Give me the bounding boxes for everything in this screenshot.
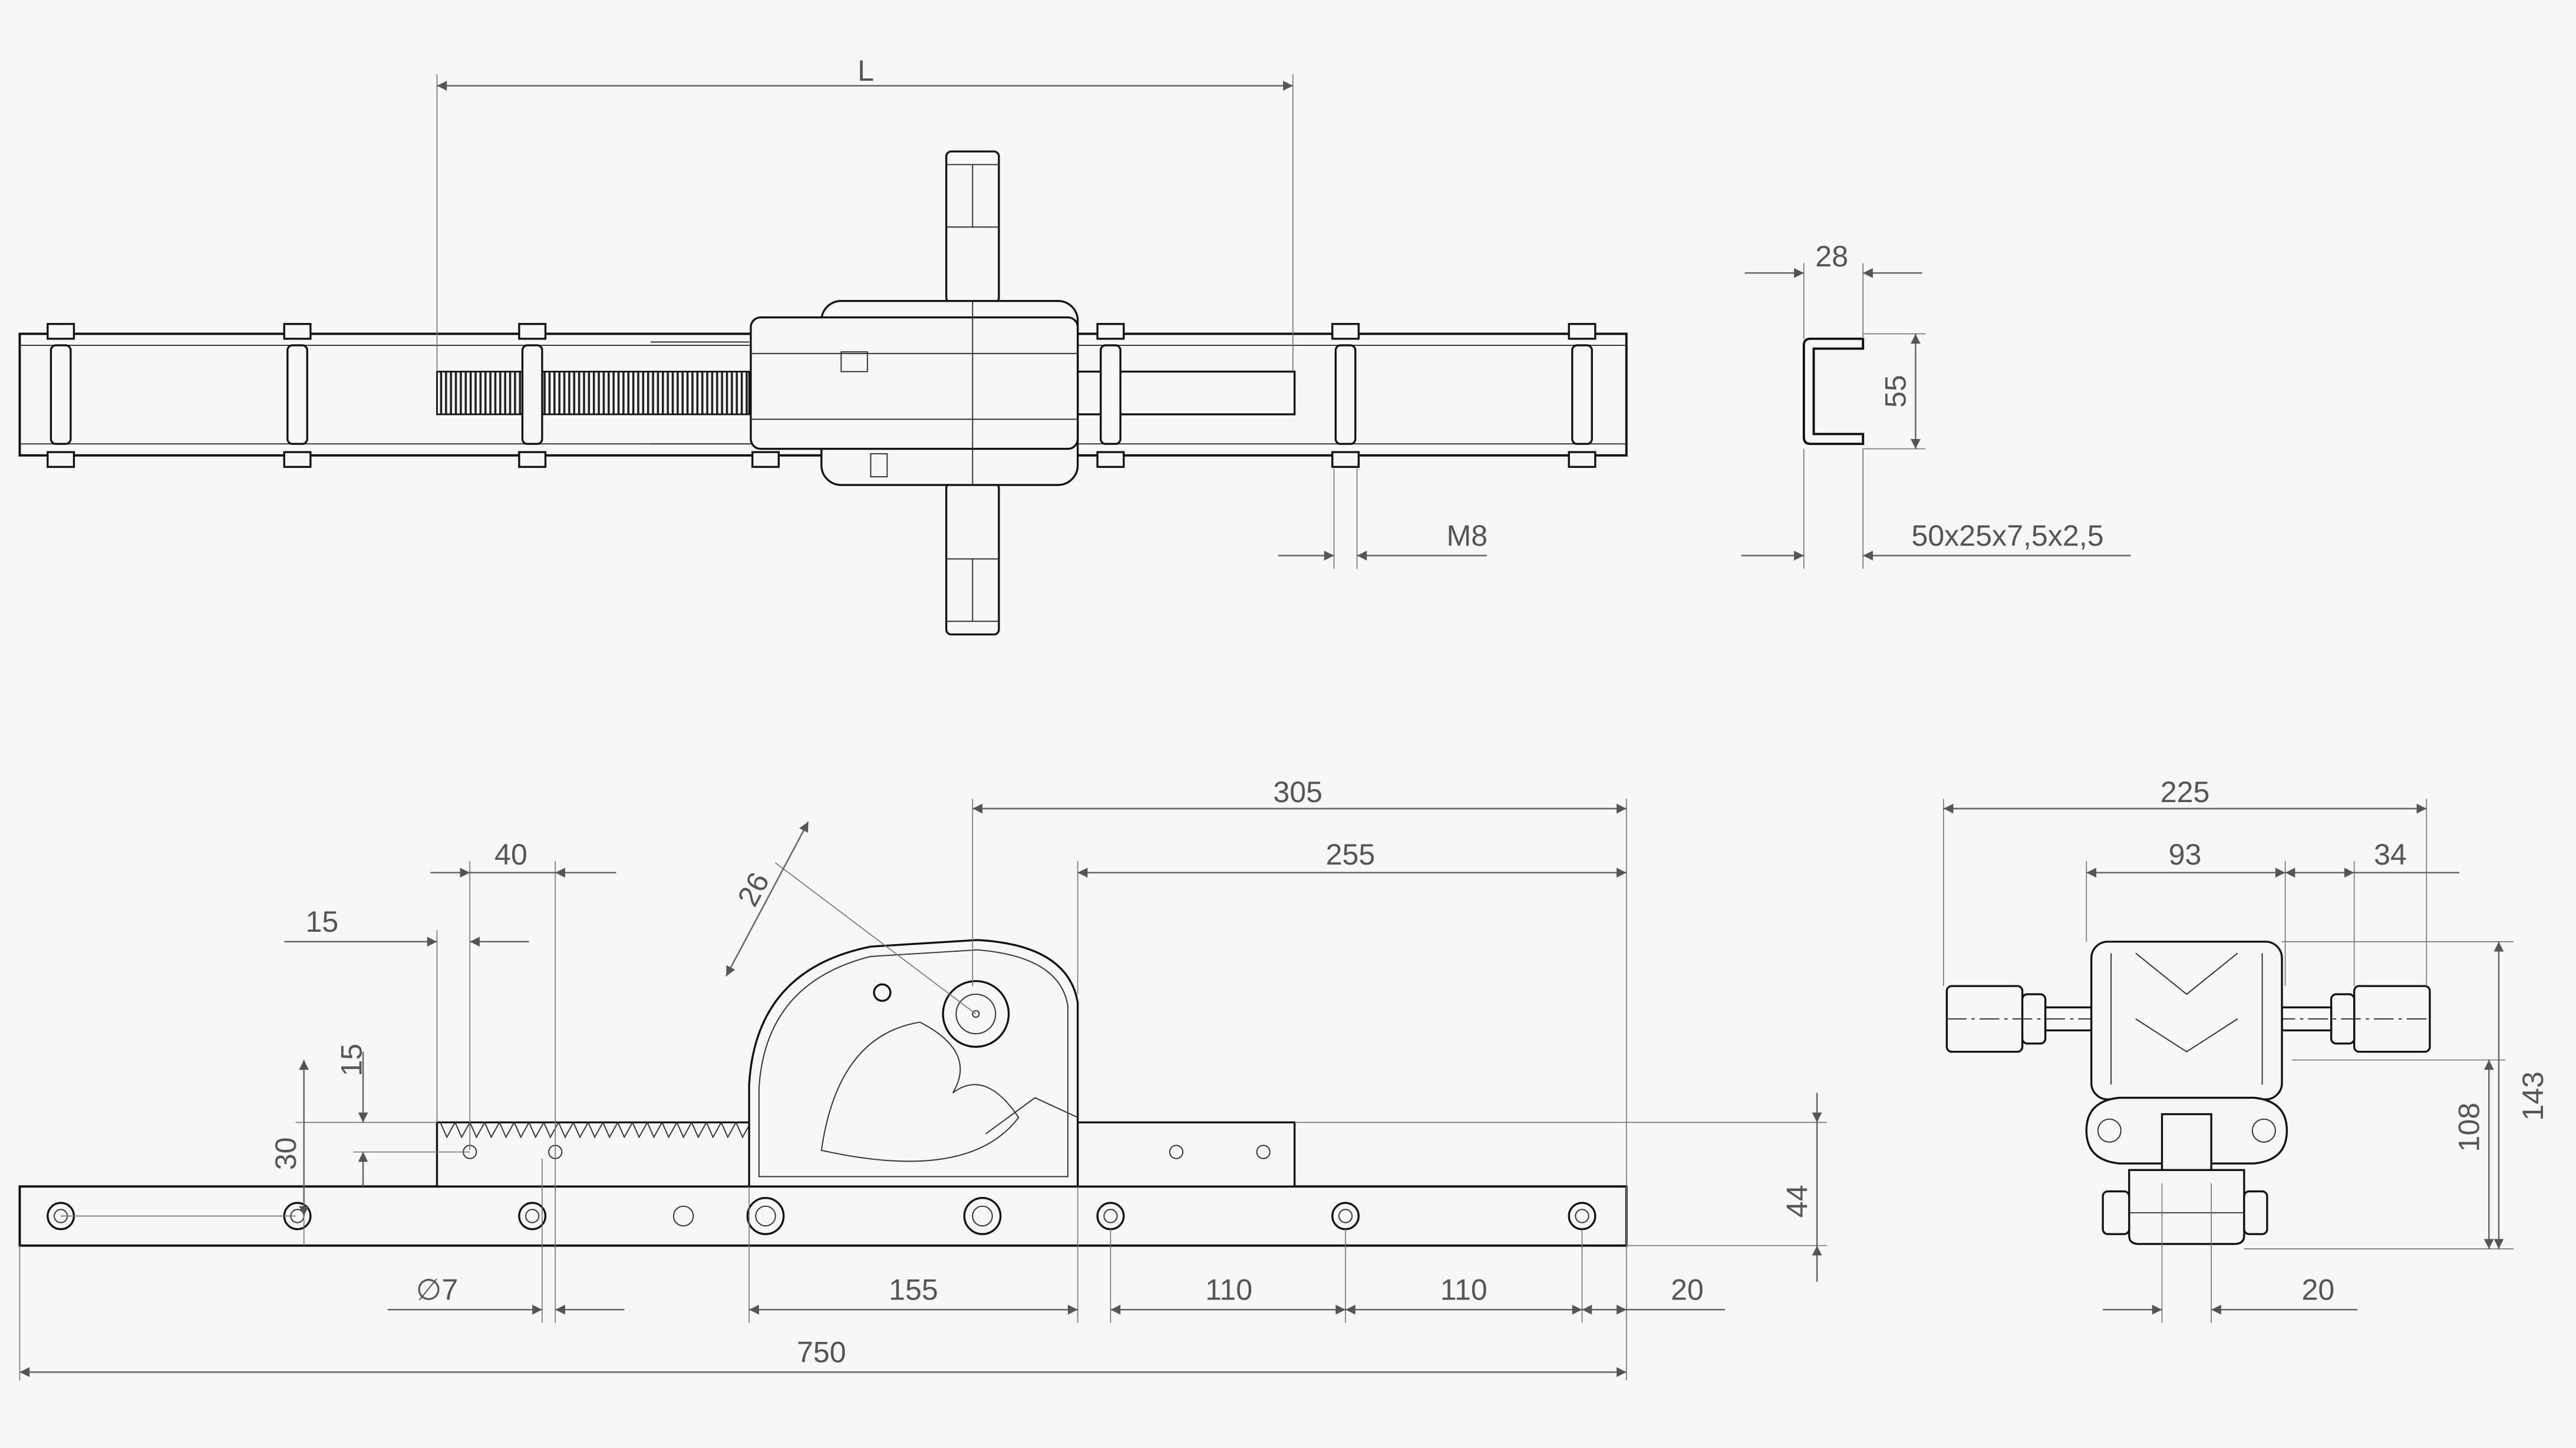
end-view: 225 93 34 143 108 20 — [1942, 776, 2549, 1323]
dim-225-label: 225 — [2161, 776, 2210, 809]
dim-93-label: 93 — [2169, 838, 2202, 871]
dim-44-label: 44 — [1780, 1185, 1813, 1218]
dim-15-horizontal-label: 15 — [305, 905, 338, 938]
drive-unit-top — [750, 150, 1079, 636]
dim-750-label: 750 — [797, 1335, 846, 1368]
dim-bolt-label: M8 — [1447, 519, 1488, 552]
dim-155-label: 155 — [889, 1274, 938, 1307]
dim-255-label: 255 — [1326, 838, 1376, 871]
flat-bar-side — [1077, 1121, 1296, 1188]
nuts-side — [47, 1197, 1597, 1235]
bolts-top — [47, 323, 1597, 468]
dim-110-b-label: 110 — [1440, 1274, 1487, 1307]
dim-width-label: 28 — [1815, 240, 1848, 273]
profile-section: 28 55 50x25x7,5x2,5 — [1741, 240, 2131, 569]
dim-26-label: 26 — [731, 867, 776, 912]
drive-housing-side — [748, 939, 1079, 1188]
dim-305-label: 305 — [1273, 776, 1322, 809]
dim-height-label: 55 — [1879, 375, 1912, 408]
profile-label: 50x25x7,5x2,5 — [1911, 519, 2103, 552]
gear-rack-side — [436, 1121, 750, 1188]
dim-40-label: 40 — [494, 838, 527, 871]
dim-143-label: 143 — [2516, 1071, 2549, 1121]
dim-30-label: 30 — [269, 1137, 302, 1170]
side-view: 305 255 26 40 15 15 30 44 ∅7 155 — [18, 776, 1827, 1381]
dim-20-end-label: 20 — [2301, 1274, 2334, 1307]
dim-length-label: L — [857, 54, 874, 87]
dim-15-vertical-label: 15 — [335, 1044, 368, 1077]
handles-end — [1945, 985, 2431, 1053]
dim-20-label: 20 — [1671, 1274, 1704, 1307]
dim-hole-label: ∅7 — [416, 1274, 459, 1307]
dim-108-label: 108 — [2453, 1103, 2486, 1152]
dim-34-label: 34 — [2374, 838, 2407, 871]
gear-rack-top — [436, 371, 750, 415]
top-view: L M8 — [18, 54, 1628, 636]
dim-110-a-label: 110 — [1205, 1274, 1252, 1307]
